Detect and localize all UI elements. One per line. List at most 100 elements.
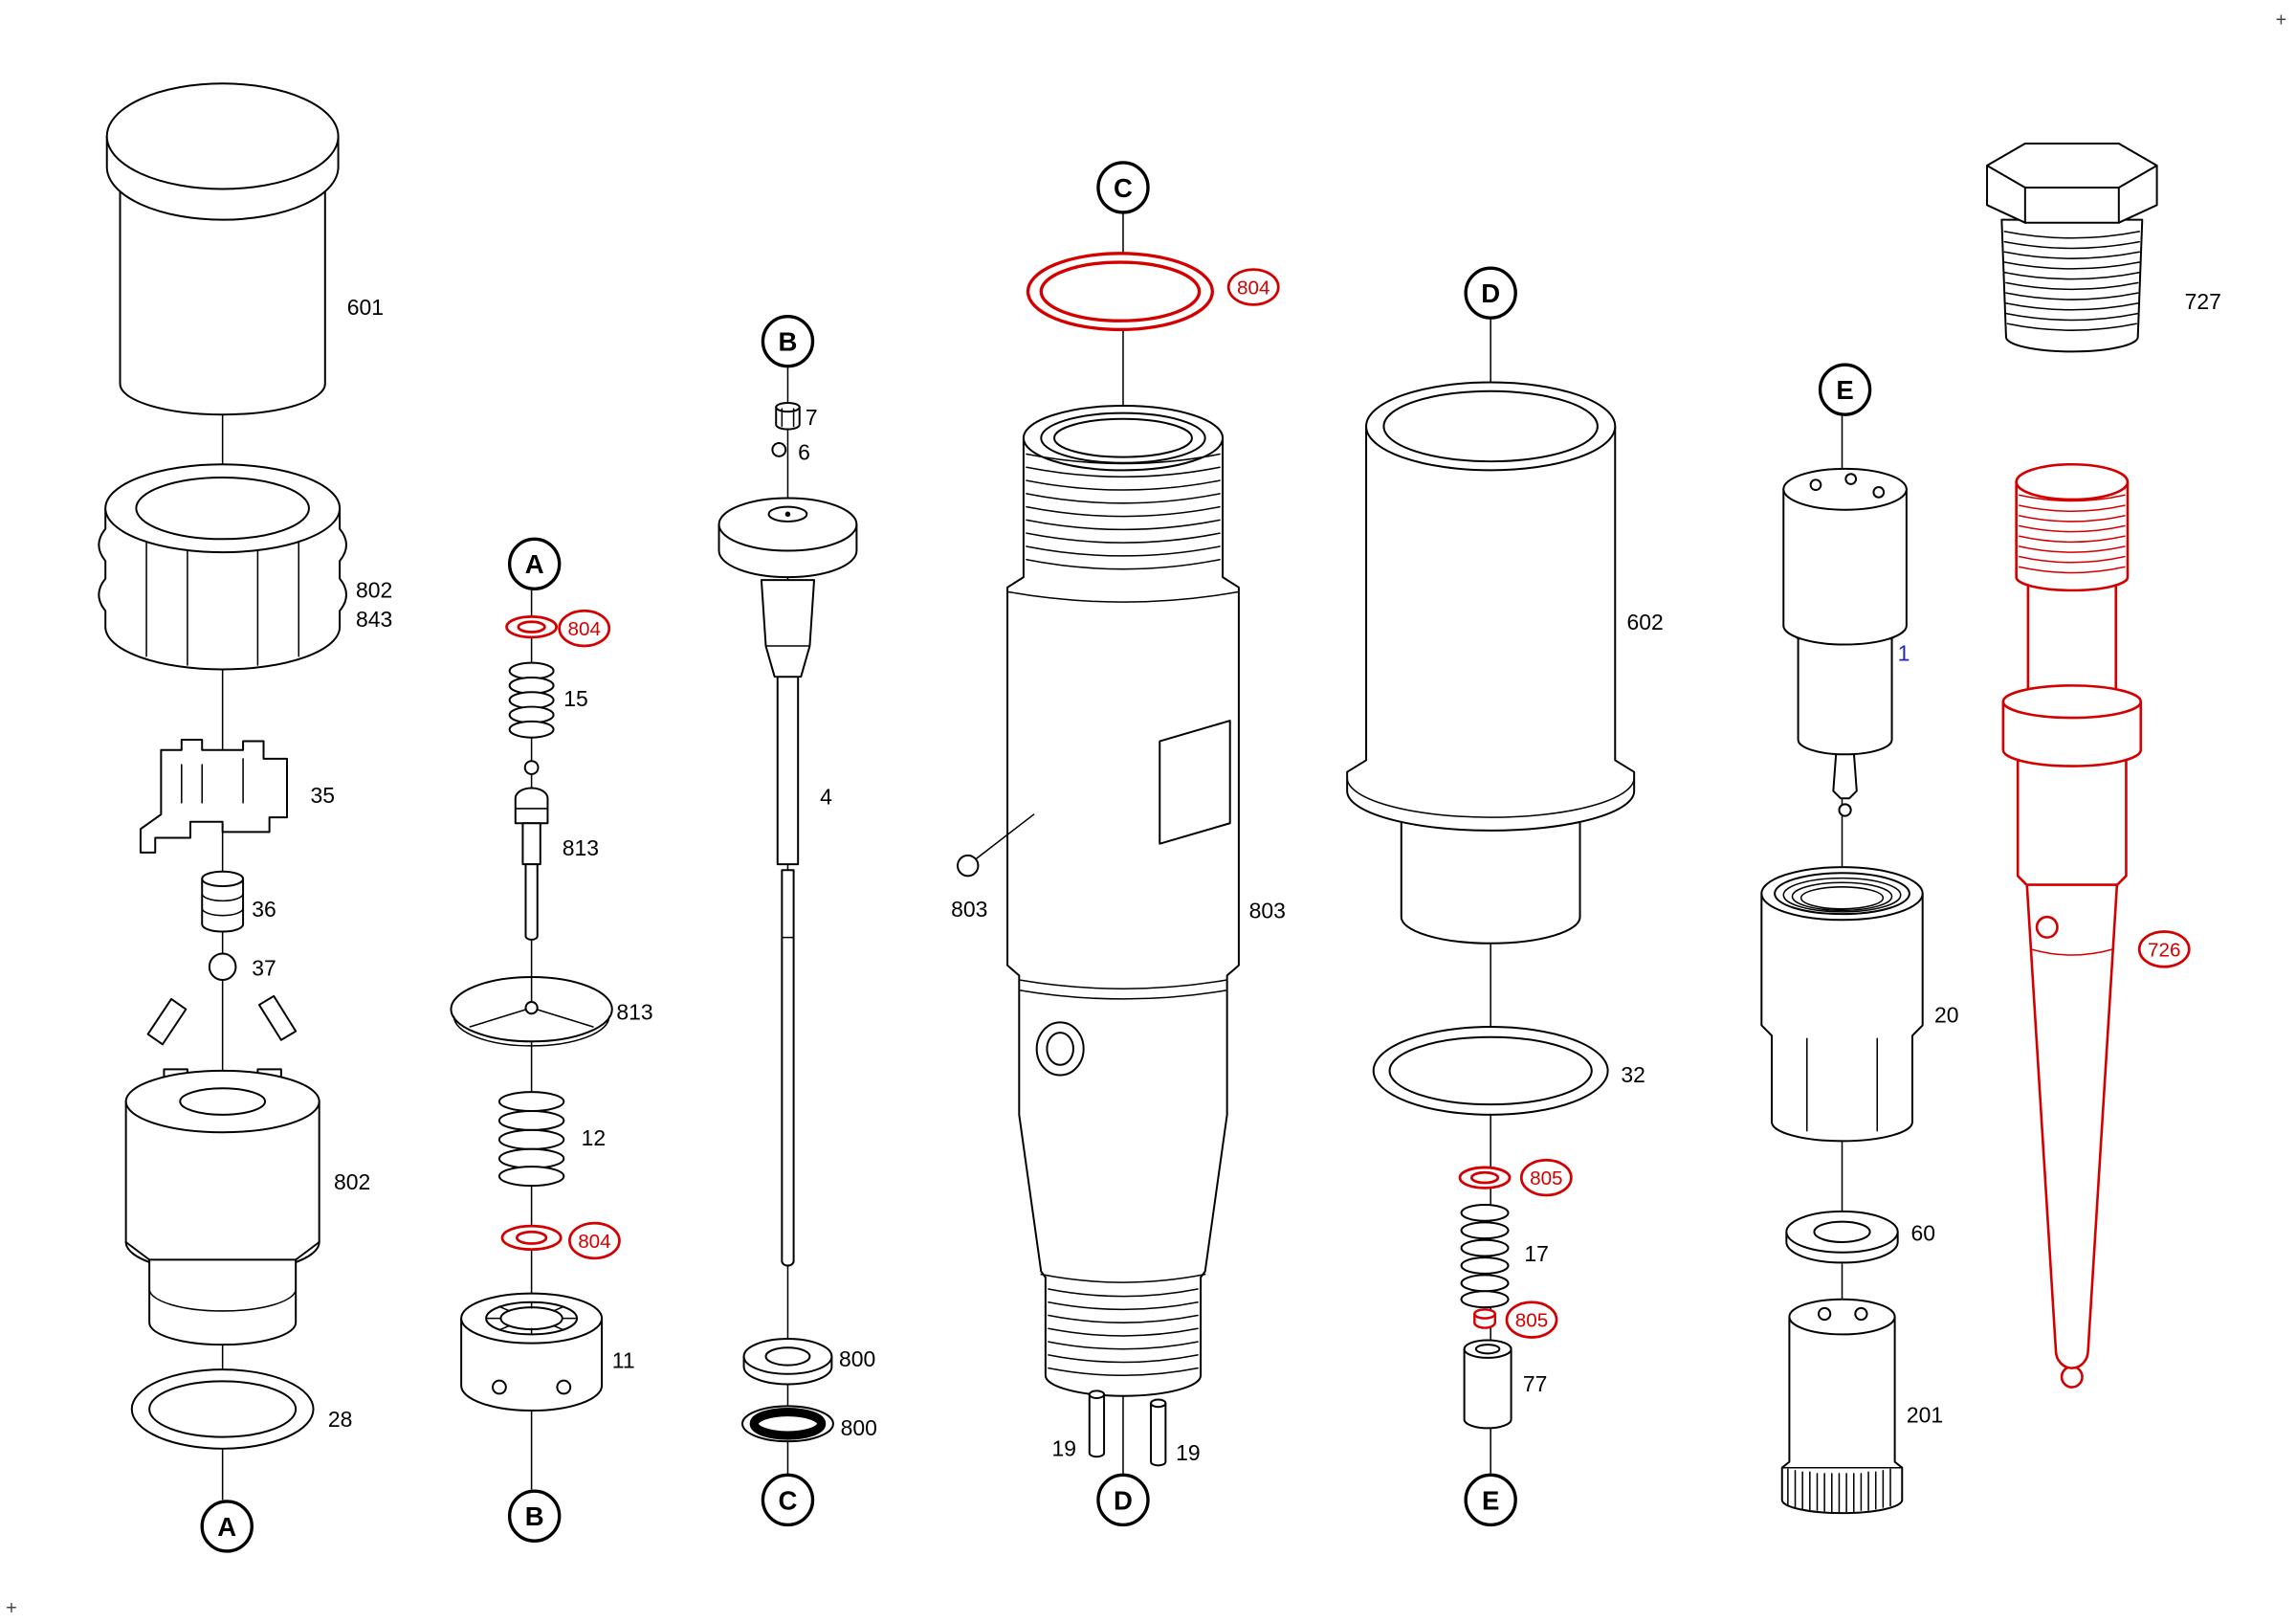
highlight-label-804[interactable]: 804	[568, 1221, 621, 1260]
part-label-803: 803	[1249, 899, 1286, 923]
part-label-36: 36	[252, 897, 276, 922]
highlight-label-text: 804	[578, 1231, 610, 1253]
highlight-label-ellipse[interactable]	[558, 609, 611, 648]
part-label-843: 843	[356, 607, 392, 632]
callout-D: D	[1464, 266, 1517, 320]
part-32-oring-drawing	[1372, 1026, 1609, 1116]
part-label-12: 12	[582, 1125, 607, 1150]
callout-circle	[1096, 161, 1150, 214]
callout-circle	[1464, 1473, 1517, 1527]
highlight-label-805[interactable]: 805	[1519, 1158, 1573, 1197]
callout-letter: E	[1836, 375, 1853, 405]
highlight-label-text: 805	[1515, 1310, 1548, 1332]
highlight-label-text: 805	[1530, 1167, 1562, 1189]
part-label-19: 19	[1051, 1435, 1076, 1460]
part-201-fitting-drawing	[1780, 1298, 1904, 1515]
part-60-washer-drawing	[1785, 1210, 1899, 1264]
highlight-label-804[interactable]: 804	[558, 609, 611, 648]
callout-circle	[1464, 266, 1517, 320]
callout-letter: E	[1482, 1485, 1499, 1515]
part-label-77: 77	[1523, 1371, 1548, 1396]
part-36-drawing	[201, 870, 245, 933]
part-label-11: 11	[612, 1348, 635, 1373]
part-37-ball-drawing	[208, 952, 237, 982]
part-77-sleeve-drawing	[1463, 1339, 1512, 1430]
part-label-602: 602	[1627, 610, 1664, 634]
part-label-813: 813	[616, 999, 652, 1024]
part-label-7: 7	[806, 405, 818, 430]
part-label-17: 17	[1524, 1241, 1549, 1266]
callout-B: B	[761, 314, 815, 368]
part-label-813: 813	[563, 835, 599, 860]
callout-circle	[1818, 363, 1872, 416]
part-726-injector-drawing	[2001, 462, 2143, 1389]
highlight-label-805[interactable]: 805	[1505, 1301, 1558, 1339]
part-label-802: 802	[356, 578, 392, 603]
callout-letter: B	[525, 1501, 544, 1531]
callout-circle	[507, 537, 562, 591]
part-label-35: 35	[310, 783, 335, 808]
callout-E: E	[1818, 363, 1872, 416]
part-802-843-ring-drawing	[98, 463, 347, 671]
part-label-800: 800	[841, 1415, 877, 1440]
part-label-1[interactable]: 1	[1898, 640, 1910, 665]
callout-circle	[507, 1489, 562, 1543]
callout-letter: A	[217, 1512, 236, 1542]
part-804-oring-large-drawing	[1026, 252, 1215, 332]
part-label-20: 20	[1934, 1002, 1959, 1027]
callout-circle	[1096, 1473, 1150, 1527]
highlight-label-ellipse[interactable]	[568, 1221, 621, 1260]
part-813-disc-drawing	[450, 975, 613, 1047]
part-802-valve-drawing	[124, 994, 320, 1346]
part-804-seal-upper-drawing	[505, 615, 559, 639]
part-28-oring-drawing	[130, 1368, 315, 1450]
part-7-drawing	[775, 401, 801, 431]
part-label-802: 802	[334, 1169, 370, 1194]
part-800-oring-drawing	[741, 1405, 834, 1443]
highlight-label-804[interactable]: 804	[1226, 268, 1280, 306]
part-11-nut-drawing	[460, 1292, 604, 1412]
callout-letter: B	[779, 327, 798, 357]
part-label-28: 28	[328, 1407, 353, 1432]
callout-C: C	[1096, 161, 1150, 214]
highlight-labels-layer: 804 804 804 805 805 726	[558, 268, 2191, 1339]
part-6-ball-drawing	[771, 442, 787, 457]
callout-letter: C	[1114, 173, 1133, 203]
callout-E: E	[1464, 1473, 1517, 1527]
part-20-sleeve-nut-drawing	[1760, 866, 1924, 1143]
part-601-cap-drawing	[105, 82, 340, 416]
part-label-601: 601	[347, 295, 384, 320]
part-label-201: 201	[1907, 1402, 1943, 1427]
callout-C: C	[761, 1473, 815, 1527]
callout-circle	[200, 1500, 254, 1553]
part-804-seal-lower-drawing	[500, 1224, 563, 1252]
part-label-60: 60	[1910, 1220, 1935, 1245]
part-1-solenoid-drawing	[1782, 467, 1908, 817]
highlight-label-ellipse[interactable]	[1519, 1158, 1573, 1197]
part-labels-layer: 6018028433536378022815813813121176480080…	[252, 289, 2221, 1465]
callout-letter: A	[525, 549, 544, 579]
callout-B: B	[507, 1489, 562, 1543]
part-805-valve-drawing	[1473, 1308, 1496, 1329]
part-label-15: 15	[563, 686, 588, 711]
highlight-label-726[interactable]: 726	[2137, 930, 2191, 968]
callout-letter: D	[1481, 278, 1500, 308]
highlight-label-ellipse[interactable]	[1505, 1301, 1558, 1339]
part-label-37: 37	[252, 955, 276, 980]
part-805-seal-drawing	[1458, 1166, 1512, 1189]
callout-A: A	[200, 1500, 254, 1553]
part-35-clamp-drawing	[139, 739, 288, 854]
part-label-727: 727	[2185, 289, 2221, 314]
part-602-canister-drawing	[1346, 381, 1636, 945]
highlight-label-ellipse[interactable]	[1226, 268, 1280, 306]
part-label-6: 6	[798, 440, 810, 465]
highlight-label-text: 726	[2148, 939, 2180, 961]
part-label-32: 32	[1621, 1062, 1645, 1087]
corner-marks-layer: ++	[6, 11, 2286, 1619]
callout-letter: C	[779, 1485, 798, 1515]
highlight-label-ellipse[interactable]	[2137, 930, 2191, 968]
part-800-washer-drawing	[742, 1338, 833, 1386]
callout-A: A	[507, 537, 562, 591]
